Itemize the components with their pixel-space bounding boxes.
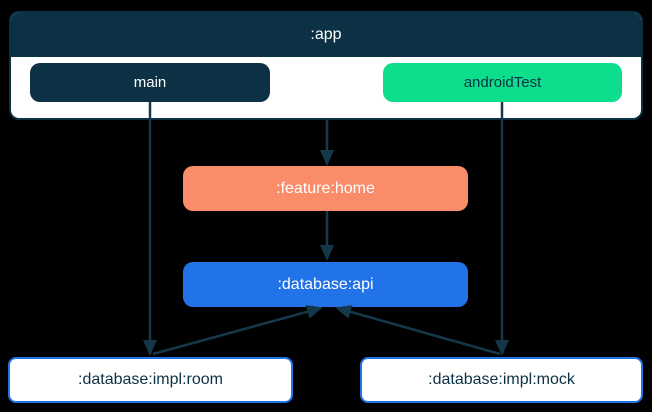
node-feature-home-label: :feature:home (276, 179, 375, 197)
node-database-api: :database:api (183, 262, 468, 307)
node-database-api-label: :database:api (277, 275, 374, 293)
node-main-label: main (133, 74, 167, 91)
node-androidtest-label: androidTest (463, 74, 542, 91)
node-app-label: :app (310, 26, 342, 43)
edge-impl-room-to-database-api (152, 304, 323, 356)
node-app-header: :app (11, 13, 641, 57)
node-database-impl-room: :database:impl:room (8, 357, 293, 403)
node-feature-home: :feature:home (183, 166, 468, 211)
edge-impl-mock-to-database-api (335, 305, 501, 356)
node-database-impl-mock: :database:impl:mock (360, 357, 643, 403)
node-database-impl-room-label: :database:impl:room (78, 371, 223, 388)
node-androidtest: androidTest (383, 63, 622, 102)
node-main: main (30, 63, 270, 102)
node-database-impl-mock-label: :database:impl:mock (428, 371, 575, 388)
